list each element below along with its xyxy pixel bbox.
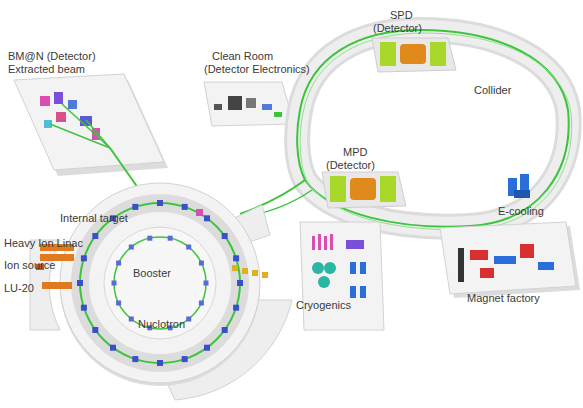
nuclotron-magnet bbox=[77, 280, 83, 286]
text-label: Extracted beam bbox=[8, 63, 85, 76]
collider-ring bbox=[240, 30, 572, 230]
booster-magnet bbox=[147, 236, 152, 241]
nuclotron-magnet bbox=[81, 305, 87, 311]
text-label: Nuclotron bbox=[138, 318, 185, 331]
text-label: Cryogenics bbox=[296, 299, 351, 312]
nuclotron-magnet bbox=[157, 200, 163, 206]
nuclotron-magnet bbox=[132, 356, 138, 362]
booster-magnet bbox=[112, 281, 117, 286]
text-label: (Detector) bbox=[373, 22, 422, 35]
nuclotron-magnet bbox=[182, 356, 188, 362]
nuclotron-magnet bbox=[157, 360, 163, 366]
booster-magnet bbox=[129, 317, 134, 322]
text-label: Heavy Ion Linac bbox=[4, 237, 83, 250]
nuclotron-magnet bbox=[222, 233, 228, 239]
text-label: Internal target bbox=[60, 212, 128, 225]
nuclotron-magnet bbox=[110, 345, 116, 351]
ring-magnets bbox=[77, 200, 243, 366]
clean-room bbox=[204, 82, 294, 126]
nuclotron-magnet bbox=[81, 255, 87, 261]
text-label: MPD bbox=[343, 146, 367, 159]
text-label: (Detector Electronics) bbox=[204, 63, 310, 76]
nuclotron-magnet bbox=[182, 204, 188, 210]
booster-magnet bbox=[199, 301, 204, 306]
nuclotron-complex bbox=[30, 183, 292, 400]
nuclotron-magnet bbox=[92, 327, 98, 333]
booster-magnet bbox=[199, 261, 204, 266]
nuclotron-magnet bbox=[222, 327, 228, 333]
booster-magnet bbox=[116, 261, 121, 266]
booster-magnet bbox=[168, 236, 173, 241]
cryogenics-area bbox=[300, 222, 384, 330]
magnet-factory bbox=[440, 222, 580, 298]
text-label: Clean Room bbox=[212, 50, 273, 63]
booster-magnet bbox=[204, 281, 209, 286]
nuclotron-magnet bbox=[132, 204, 138, 210]
text-label: SPD bbox=[390, 9, 413, 22]
e-cooling bbox=[508, 174, 530, 198]
booster-magnet bbox=[186, 317, 191, 322]
booster-magnet bbox=[116, 301, 121, 306]
text-label: E-cooling bbox=[498, 205, 544, 218]
text-label: Ion source bbox=[4, 259, 55, 272]
nuclotron-magnet bbox=[233, 305, 239, 311]
nuclotron-magnet bbox=[204, 215, 210, 221]
booster-magnet bbox=[186, 245, 191, 250]
nuclotron-magnet bbox=[204, 345, 210, 351]
text-label: Magnet factory bbox=[467, 292, 540, 305]
text-label: BM@N (Detector) bbox=[8, 50, 96, 63]
text-label: Collider bbox=[474, 84, 511, 97]
nuclotron-magnet bbox=[233, 255, 239, 261]
text-label: Booster bbox=[133, 267, 171, 280]
spd-detector bbox=[372, 38, 456, 72]
nuclotron-magnet bbox=[92, 233, 98, 239]
text-label: (Detector) bbox=[326, 159, 375, 172]
nuclotron-magnet bbox=[237, 280, 243, 286]
booster-magnet bbox=[129, 245, 134, 250]
text-label: LU-20 bbox=[4, 282, 34, 295]
mpd-detector bbox=[322, 172, 406, 208]
